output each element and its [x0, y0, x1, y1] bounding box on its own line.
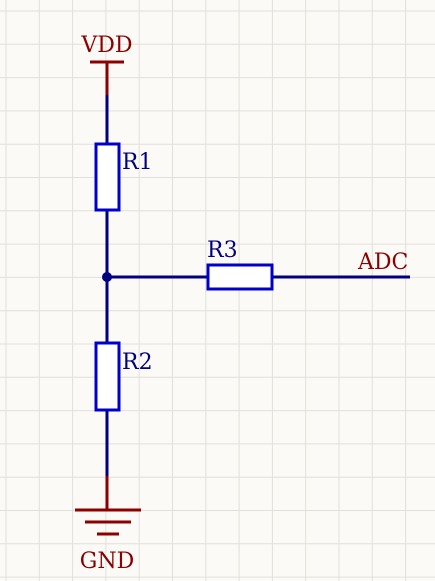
junction-dot-icon: [102, 272, 112, 282]
vdd-label: VDD: [80, 33, 132, 58]
r1-resistor-body[interactable]: [94, 142, 121, 212]
power-bar-symbol: [90, 60, 124, 95]
r2-label: R2: [122, 350, 153, 375]
r3-resistor-body[interactable]: [206, 263, 274, 291]
ground-symbol: [75, 476, 141, 536]
r3-label: R3: [207, 238, 238, 263]
r2-resistor-body[interactable]: [94, 341, 121, 412]
r1-label: R1: [122, 150, 153, 175]
gnd-label: GND: [80, 549, 134, 574]
wires: [105, 95, 410, 476]
adc-net-label: ADC: [357, 250, 408, 275]
